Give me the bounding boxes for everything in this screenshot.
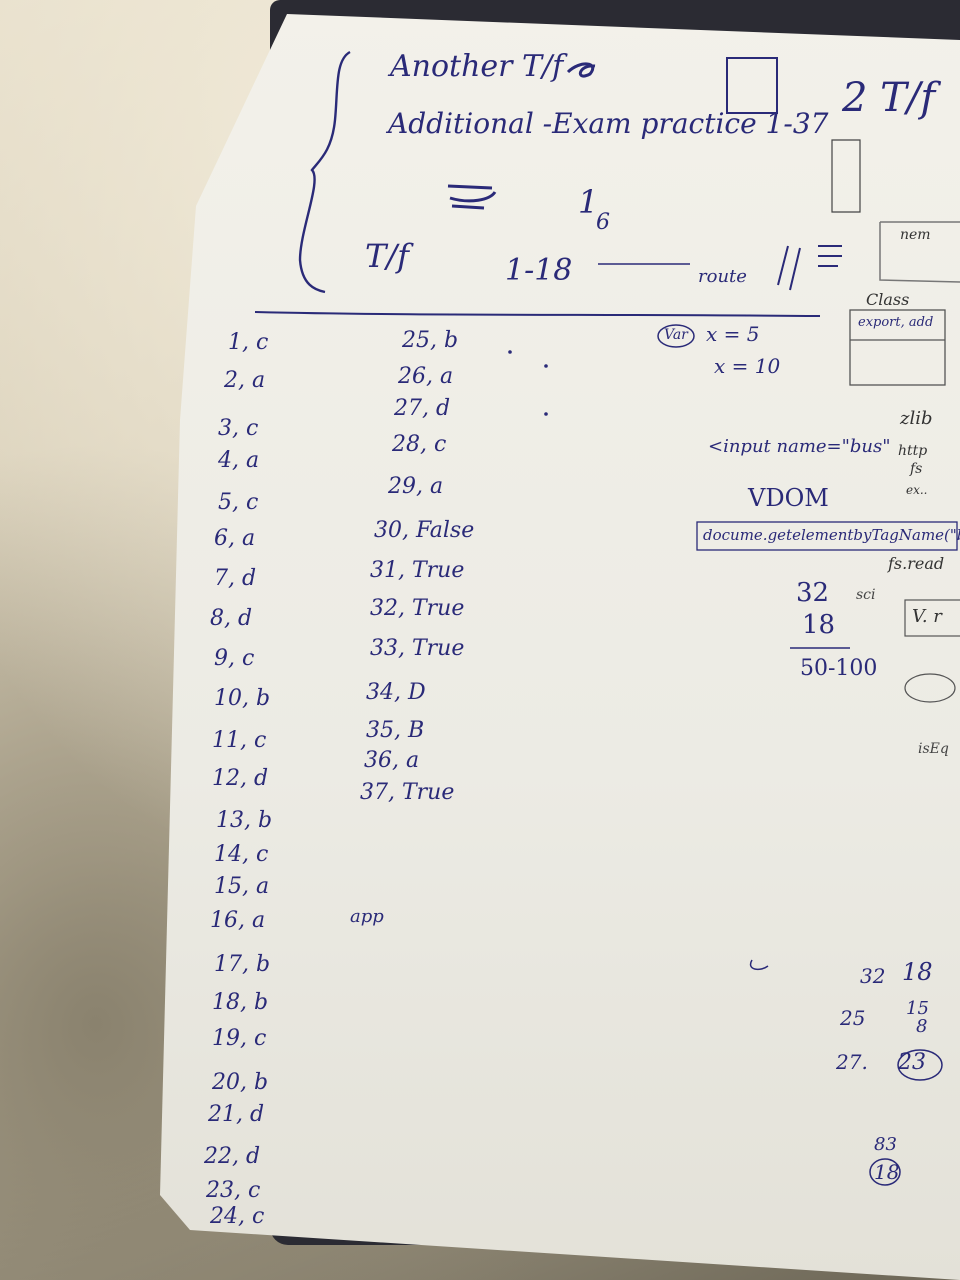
fraction-top: 1 [578,183,599,221]
answer-item: 13, b [216,808,273,833]
note-vr: V. r [912,606,942,627]
answer-item: 30, False [374,518,475,543]
app-note: app [350,906,384,927]
header-line-3-mid: 1-18 [505,253,573,288]
answers-column-1: 1, c 2, a 3, c 4, a 5, c 6, a 7, d 8, d … [204,330,320,1232]
note-export: export, add [858,315,934,330]
answer-item: 23, c [206,1178,261,1203]
answer-item: 28, c [392,432,447,457]
answer-item: 9, c [214,646,255,671]
note-x5: x = 5 [706,322,760,346]
answer-item: 6, a [214,526,256,551]
sum-c2: 23 [898,1050,926,1075]
answer-item: 10, b [214,686,271,711]
note-ex: ex.. [906,483,928,497]
note-fsread: fs.read [888,554,945,573]
answer-item: 24, c [210,1204,265,1229]
note-vdom: VDOM [748,484,829,512]
header-line-1: Another T/f [390,49,564,84]
answer-item: 26, a [398,364,454,389]
answer-item: 5, c [218,490,259,515]
answer-item: 32, True [370,596,465,621]
answer-item: 22, d [204,1144,261,1169]
answer-item: 31, True [370,558,465,583]
answer-item: 3, c [218,416,259,441]
bottom-83: 83 [874,1134,897,1155]
answer-item: 12, d [212,766,269,791]
note-zlib: zlib [900,408,933,429]
note-http: http [898,443,928,459]
note-getelement: docume.getelementbyTagName("b [703,526,960,544]
note-iseq: isEq [918,741,949,757]
answer-item: 2, a [224,368,266,393]
answer-item: 20, b [212,1070,269,1095]
note-fs: fs [910,461,923,477]
answer-item: 37, True [360,780,455,805]
answer-item: 11, c [212,728,267,753]
answer-item: 8, d [210,606,253,631]
answer-item: 33, True [370,636,465,661]
answer-item: 25, b [402,328,459,353]
answer-item: 18, b [212,990,269,1015]
answer-item: 19, c [212,1026,267,1051]
answer-item: 15, a [214,874,270,899]
corner-note: 2 T/f [842,75,936,121]
answer-item: 16, a [210,908,266,933]
header-line-3-left: T/f [365,237,409,275]
answer-item: 36, a [364,748,420,773]
bottom-18: 18 [874,1160,900,1184]
route-note: route [698,266,747,287]
note-input: <input name="bus" [708,436,891,457]
answers-column-2: 25, b 26, a 27, d 28, c 29, a 30, False … [360,328,502,810]
note-18: 18 [802,610,836,640]
sum-a1: 32 [860,964,886,988]
answer-item: 7, d [214,566,257,591]
note-sci: sci [856,587,876,603]
fraction-bottom: 6 [596,210,610,235]
sum-c1: 27. [836,1050,868,1074]
sum-a2: 18 [902,958,933,986]
note-var: Var [664,327,688,343]
answer-item: 4, a [218,448,260,473]
answer-item: 34, D [366,680,426,705]
answer-item: 1, c [228,330,269,355]
sum-b1: 25 [840,1006,866,1030]
header-line-2: Additional -Exam practice 1-37 [388,107,829,140]
answer-item: 21, d [208,1102,265,1127]
answer-item: 29, a [388,474,444,499]
sum-b3: 8 [916,1016,928,1037]
answer-item: 17, b [214,952,271,977]
answer-item: 14, c [214,842,269,867]
answer-item: 27, d [394,396,451,421]
sum-b2: 15 [906,998,929,1019]
note-32: 32 [796,578,830,608]
note-class: Class [866,290,910,309]
answer-item: 35, B [366,718,425,743]
note-nem: nem [900,227,931,243]
note-x10: x = 10 [714,354,781,378]
note-score: 50-100 [800,656,878,681]
